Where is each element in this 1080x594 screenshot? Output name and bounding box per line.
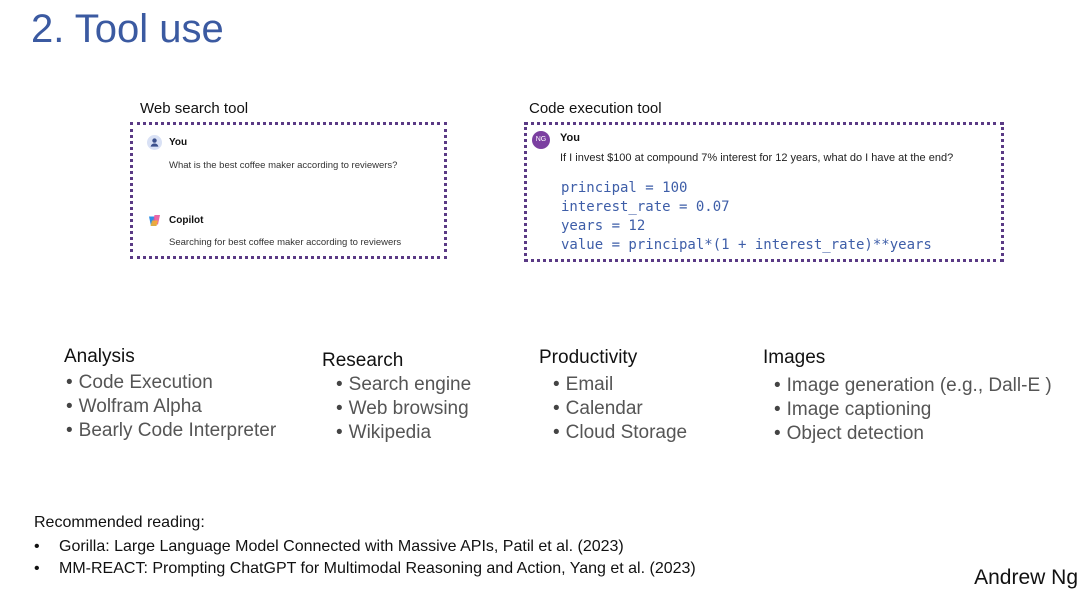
- category-title-analysis: Analysis: [64, 346, 135, 367]
- user-name: You: [560, 132, 580, 144]
- slide-title: 2. Tool use: [31, 7, 224, 51]
- user-avatar-icon: [147, 135, 162, 150]
- list-item: Email: [553, 373, 687, 397]
- web-search-panel: You What is the best coffee maker accord…: [130, 122, 447, 259]
- user-message: What is the best coffee maker according …: [169, 160, 398, 171]
- code-line: interest_rate = 0.07: [561, 199, 730, 215]
- reading-item: •Gorilla: Large Language Model Connected…: [34, 538, 624, 555]
- list-item: Object detection: [774, 422, 1052, 446]
- list-item: Cloud Storage: [553, 421, 687, 445]
- code-block: principal = 100 interest_rate = 0.07 years…: [561, 179, 932, 255]
- list-item: Bearly Code Interpreter: [66, 419, 277, 443]
- web-search-tool-label: Web search tool: [140, 100, 249, 117]
- author-name: Andrew Ng: [974, 566, 1078, 589]
- category-list-analysis: Code Execution Wolfram Alpha Bearly Code…: [66, 371, 277, 443]
- copilot-status: Searching for best coffee maker accordin…: [169, 237, 402, 248]
- list-item: Wolfram Alpha: [66, 395, 276, 419]
- code-line: years = 12: [561, 218, 646, 234]
- reading-item-text: MM-REACT: Prompting ChatGPT for Multimod…: [59, 560, 696, 577]
- code-execution-tool-label: Code execution tool: [529, 100, 662, 117]
- copilot-logo-icon: [147, 213, 162, 228]
- category-title-images: Images: [763, 347, 826, 368]
- user-message: If I invest $100 at compound 7% interest…: [560, 152, 954, 164]
- code-line: principal = 100: [561, 180, 688, 196]
- list-item: Image generation (e.g., Dall-E ): [774, 374, 1052, 398]
- reading-item: •MM-REACT: Prompting ChatGPT for Multimo…: [34, 560, 696, 577]
- category-list-images: Image generation (e.g., Dall-E ) Image c…: [774, 374, 1052, 446]
- recommended-reading-title: Recommended reading:: [34, 514, 205, 531]
- list-item: Calendar: [553, 397, 687, 421]
- list-item: Code Execution: [66, 371, 276, 395]
- list-item: Image captioning: [774, 398, 1052, 422]
- list-item: Wikipedia: [336, 421, 471, 445]
- copilot-name: Copilot: [169, 215, 204, 226]
- list-item: Search engine: [336, 373, 472, 397]
- code-line: value = principal*(1 + interest_rate)**y…: [561, 237, 932, 253]
- category-list-productivity: Email Calendar Cloud Storage: [553, 373, 687, 445]
- list-item: Web browsing: [336, 397, 471, 421]
- reading-item-text: Gorilla: Large Language Model Connected …: [59, 538, 624, 555]
- code-execution-panel: NG You If I invest $100 at compound 7% i…: [524, 122, 1004, 262]
- user-avatar-icon: NG: [532, 131, 550, 149]
- user-name: You: [169, 137, 188, 148]
- category-title-research: Research: [322, 350, 404, 371]
- category-list-research: Search engine Web browsing Wikipedia: [336, 373, 472, 445]
- recommended-reading-list: •Gorilla: Large Language Model Connected…: [34, 536, 696, 580]
- category-title-productivity: Productivity: [539, 347, 638, 368]
